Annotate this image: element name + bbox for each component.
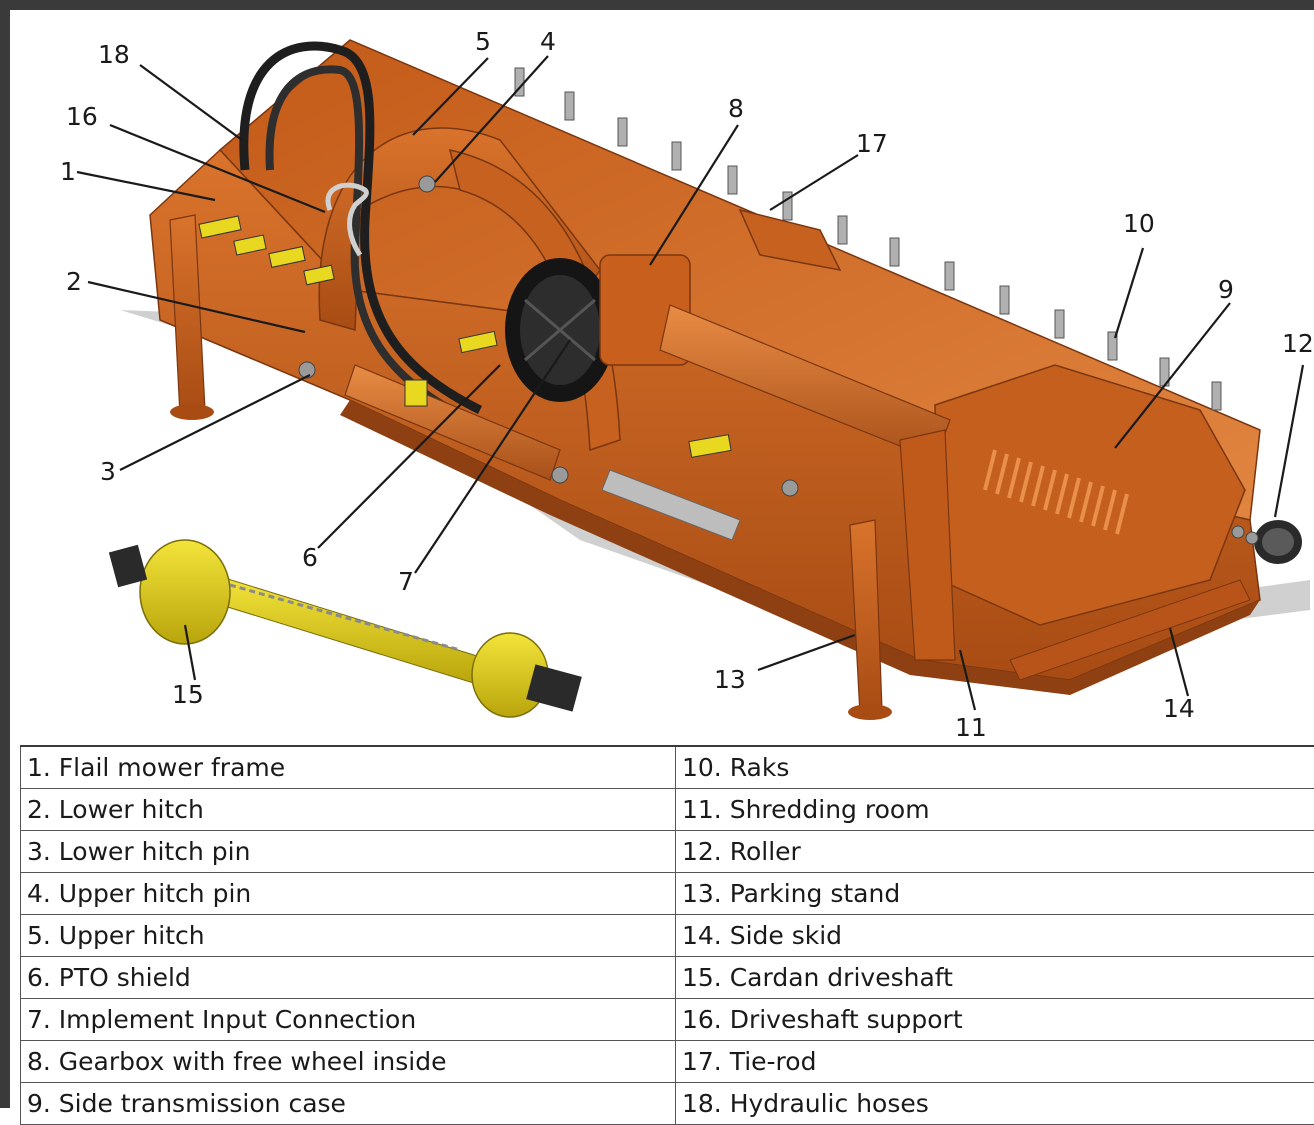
callout-16: 16: [66, 102, 98, 131]
callout-8: 8: [728, 94, 744, 123]
legend-item: 18. Hydraulic hoses: [676, 1083, 1314, 1125]
callout-1: 1: [60, 157, 76, 186]
legend-row: 9. Side transmission case 18. Hydraulic …: [21, 1083, 1314, 1125]
legend-item: 5. Upper hitch: [21, 915, 676, 957]
legend-row: 4. Upper hitch pin 13. Parking stand: [21, 873, 1314, 915]
legend-item: 13. Parking stand: [676, 873, 1314, 915]
legend-item: 8. Gearbox with free wheel inside: [21, 1041, 676, 1083]
legend-item: 16. Driveshaft support: [676, 999, 1314, 1041]
callout-3: 3: [100, 457, 116, 486]
callout-2: 2: [66, 267, 82, 296]
callout-9: 9: [1218, 275, 1234, 304]
parts-legend-table: 1. Flail mower frame 10. Raks 2. Lower h…: [20, 745, 1314, 1125]
callout-13: 13: [714, 665, 746, 694]
callout-12: 12: [1282, 329, 1314, 358]
callout-18: 18: [98, 40, 130, 69]
legend-item: 7. Implement Input Connection: [21, 999, 676, 1041]
legend-item: 15. Cardan driveshaft: [676, 957, 1314, 999]
callout-4: 4: [540, 27, 556, 56]
legend-item: 14. Side skid: [676, 915, 1314, 957]
legend-item: 2. Lower hitch: [21, 789, 676, 831]
legend-item: 12. Roller: [676, 831, 1314, 873]
flail-mower-diagram: 1 2 3 4 5 6 7 8 9 10 11 12 13 14 15 16 1…: [20, 20, 1314, 745]
callout-6: 6: [302, 543, 318, 572]
callout-5: 5: [475, 27, 491, 56]
roller-hub: [1262, 528, 1294, 556]
callout-10: 10: [1123, 209, 1155, 238]
legend-item: 3. Lower hitch pin: [21, 831, 676, 873]
legend-item: 6. PTO shield: [21, 957, 676, 999]
legend-item: 9. Side transmission case: [21, 1083, 676, 1125]
stand-foot-right: [848, 704, 892, 720]
callout-11: 11: [955, 713, 987, 742]
legend-item: 11. Shredding room: [676, 789, 1314, 831]
callout-7: 7: [398, 567, 414, 596]
legend-item: 4. Upper hitch pin: [21, 873, 676, 915]
stand-foot-left: [170, 404, 214, 420]
legend-row: 2. Lower hitch 11. Shredding room: [21, 789, 1314, 831]
legend-row: 6. PTO shield 15. Cardan driveshaft: [21, 957, 1314, 999]
callout-17: 17: [856, 129, 888, 158]
legend-item: 10. Raks: [676, 746, 1314, 789]
legend-row: 3. Lower hitch pin 12. Roller: [21, 831, 1314, 873]
legend-item: 17. Tie-rod: [676, 1041, 1314, 1083]
legend-row: 5. Upper hitch 14. Side skid: [21, 915, 1314, 957]
legend-row: 7. Implement Input Connection 16. Drives…: [21, 999, 1314, 1041]
legend-row: 1. Flail mower frame 10. Raks: [21, 746, 1314, 789]
callout-14: 14: [1163, 694, 1195, 723]
legend-row: 8. Gearbox with free wheel inside 17. Ti…: [21, 1041, 1314, 1083]
legend-item: 1. Flail mower frame: [21, 746, 676, 789]
callout-15: 15: [172, 680, 204, 709]
mower-illustration: 1 2 3 4 5 6 7 8 9 10 11 12 13 14 15 16 1…: [20, 20, 1314, 745]
